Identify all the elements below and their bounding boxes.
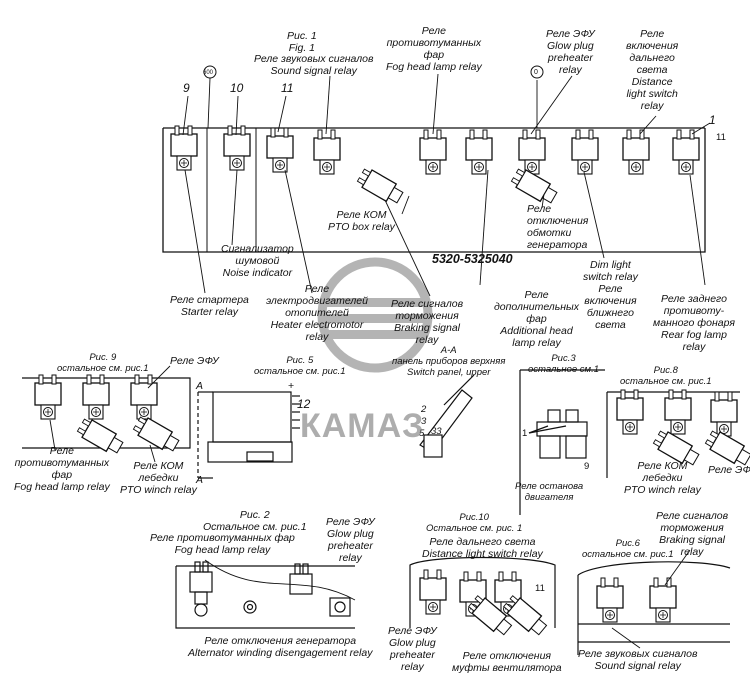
relay-10 <box>223 125 251 171</box>
main-relay-panel <box>162 127 706 253</box>
callout-600 <box>203 65 217 79</box>
fig9-panel <box>22 365 191 463</box>
relay-pto-box <box>355 165 406 207</box>
num-10: 10 <box>230 81 244 95</box>
relay-rear-fog <box>672 129 700 175</box>
main-relays <box>170 125 700 207</box>
num-11b: 11 <box>716 132 726 143</box>
callout-0-text: 0 <box>534 69 538 76</box>
relay-glow <box>518 129 546 175</box>
section-a-top: А <box>196 380 204 392</box>
relay-additional <box>465 129 493 175</box>
model-number: 5320-5325040 <box>432 252 513 266</box>
fig8-efu: Реле ЭФУ <box>708 464 750 476</box>
callout-600-text: 600 <box>203 70 214 76</box>
num-33: 33 <box>431 426 442 437</box>
num-11: 11 <box>281 81 294 95</box>
num-2: 2 <box>421 404 427 415</box>
relay-distance <box>622 129 650 175</box>
relay-9 <box>170 125 198 171</box>
fig2-panel <box>175 559 356 629</box>
fig5-unit <box>197 391 300 479</box>
plus-sign: + <box>288 380 295 392</box>
main-leader-lines <box>182 73 711 297</box>
fig3-num-1: 1 <box>522 428 528 439</box>
relay-fog <box>419 129 447 175</box>
fig8-panel <box>606 389 750 478</box>
section-a-bottom: А <box>196 474 204 486</box>
fig6-panel <box>577 549 731 655</box>
relay-sound <box>313 129 341 175</box>
num-1: 1 <box>709 113 716 127</box>
relay-dim <box>571 129 599 175</box>
num-5: 5 <box>419 428 425 439</box>
num-12: 12 <box>297 397 311 411</box>
fig10-panel <box>409 556 556 639</box>
fig9-efu: Реле ЭФУ <box>170 355 219 367</box>
relay-11 <box>266 127 294 173</box>
fig10-num-11: 11 <box>535 583 545 594</box>
callout-0 <box>530 65 544 79</box>
fig3-panel <box>519 369 605 515</box>
kamaz-watermark-text: КАМАЗ <box>300 407 425 445</box>
fig3-num-9: 9 <box>584 461 590 472</box>
num-3: 3 <box>421 416 427 427</box>
num-9: 9 <box>183 81 190 95</box>
aa-panel <box>419 374 475 458</box>
kamaz-watermark <box>317 257 433 373</box>
